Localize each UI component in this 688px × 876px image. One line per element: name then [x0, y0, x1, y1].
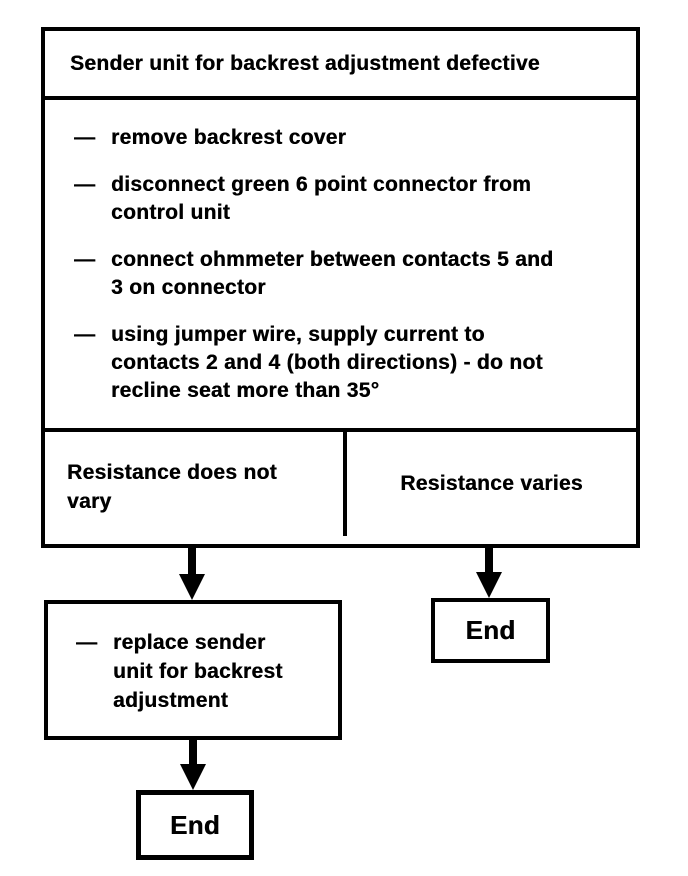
step-line: remove backrest cover [111, 126, 347, 149]
step-line: using jumper wire, supply current to [111, 323, 485, 346]
step-text: using jumper wire, supply current to con… [111, 321, 543, 405]
outcome-row: Resistance does not vary Resistance vari… [45, 432, 636, 536]
end-label: End [169, 809, 220, 840]
step-text: disconnect green 6 point connector from … [111, 171, 531, 227]
end-box-right: End [431, 598, 550, 663]
outcome-cell-resistance-varies: Resistance varies [347, 432, 636, 536]
action-line: unit for backrest [113, 660, 283, 683]
step-line: recline seat more than 35° [111, 379, 380, 402]
down-arrow-left-stem [188, 548, 196, 576]
dash-bullet-icon: — [74, 126, 96, 149]
step-line: control unit [111, 201, 231, 224]
outcome-line: Resistance does not [67, 461, 277, 484]
down-arrow-right-stem [485, 548, 493, 574]
problem-title-box: Sender unit for backrest adjustment defe… [45, 31, 636, 100]
dash-bullet-icon: — [76, 631, 98, 654]
step-line: 3 on connector [111, 276, 266, 299]
procedure-box: — remove backrest cover — disconnect gre… [45, 100, 636, 432]
procedure-step-2: — disconnect green 6 point connector fro… [74, 171, 628, 227]
end-label: End [465, 615, 516, 645]
flowchart-main-table: Sender unit for backrest adjustment defe… [41, 27, 640, 548]
dash-bullet-icon: — [74, 173, 96, 196]
down-arrow-left-icon [179, 574, 205, 600]
down-arrow-right-icon [476, 572, 502, 598]
outcome-cell-resistance-does-not-vary: Resistance does not vary [45, 432, 347, 536]
dash-bullet-icon: — [74, 248, 96, 271]
step-line: disconnect green 6 point connector from [111, 173, 532, 196]
outcome-line: Resistance varies [400, 472, 583, 495]
procedure-step-4: — using jumper wire, supply current to c… [74, 321, 628, 405]
outcome-line: vary [67, 490, 112, 513]
down-arrow-bottom-stem [189, 740, 197, 766]
step-text: remove backrest cover [111, 124, 346, 152]
down-arrow-bottom-icon [180, 764, 206, 790]
step-line: contacts 2 and 4 (both directions) - do … [111, 351, 543, 374]
step-text: connect ohmmeter between contacts 5 and … [111, 246, 553, 302]
action-box-replace-sender-unit: — replace sender unit for backrest adjus… [44, 600, 342, 740]
procedure-step-3: — connect ohmmeter between contacts 5 an… [74, 246, 628, 302]
dash-bullet-icon: — [74, 323, 96, 346]
end-box-bottom: End [136, 790, 254, 860]
action-text: replace sender unit for backrest adjustm… [113, 628, 283, 736]
step-line: connect ohmmeter between contacts 5 and [111, 248, 554, 271]
problem-title: Sender unit for backrest adjustment defe… [70, 51, 540, 75]
procedure-step-1: — remove backrest cover [74, 124, 628, 152]
action-line: adjustment [113, 689, 229, 712]
action-line: replace sender [113, 631, 266, 654]
